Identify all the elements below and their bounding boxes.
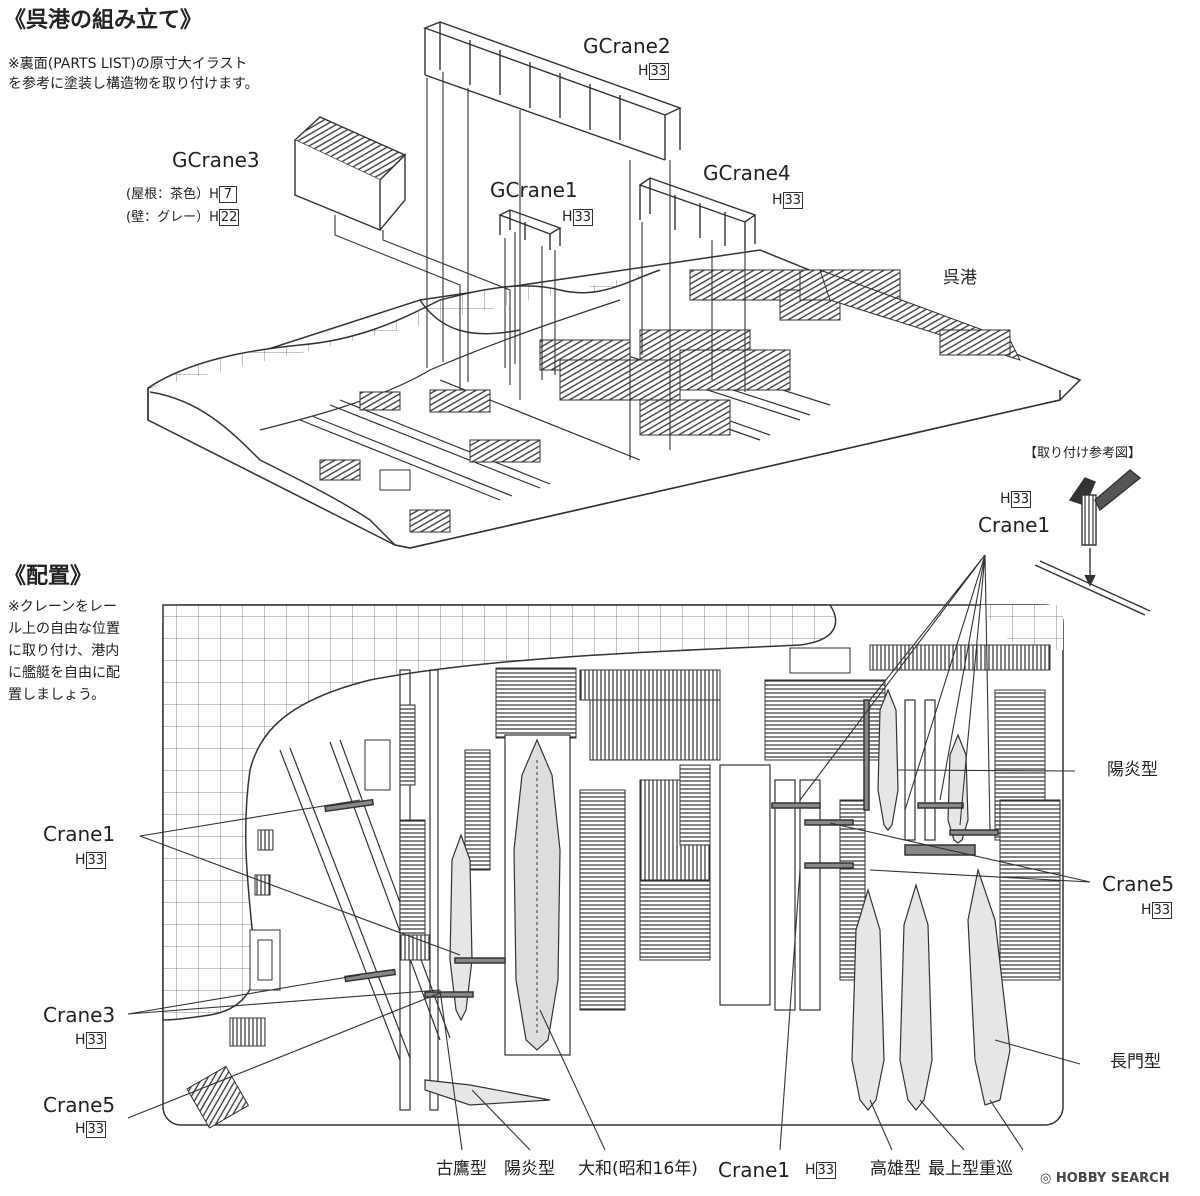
callout-crane1-bottom: Crane1 <box>718 1158 791 1182</box>
layout-note-line2: ル上の自由な位置 <box>8 621 120 637</box>
gcrane4-label: GCrane4 <box>703 161 791 185</box>
label-yamato: 大和(昭和16年) <box>578 1159 698 1179</box>
assembly-drop-lines <box>334 72 746 460</box>
reference-crane1-figure <box>1034 469 1151 616</box>
callout-crane5-left: Crane5 <box>43 1093 116 1117</box>
assembly-heading: 《呉港の組み立て》 <box>4 8 203 33</box>
label-kagero: 陽炎型 <box>504 1159 555 1179</box>
layout-note-line4: に艦艇を自由に配 <box>8 665 120 681</box>
assembly-note-line1: ※裏面(PARTS LIST)の原寸大イラスト <box>8 56 248 72</box>
callout-crane5-right: Crane5 <box>1102 872 1175 896</box>
gcrane2-frame <box>423 21 682 161</box>
layout-ships <box>424 688 1011 1111</box>
label-furutaka: 古鷹型 <box>436 1159 487 1179</box>
layout-map-rails <box>279 669 936 1111</box>
reference-crane1-label: Crane1 <box>978 513 1051 537</box>
callout-crane3-left: Crane3 <box>43 1003 116 1027</box>
layout-note-line3: に取り付け、港内 <box>8 643 120 659</box>
callout-nagato: 長門型 <box>1110 1052 1161 1072</box>
layout-note-line5: 置しましょう。 <box>8 687 106 703</box>
watermark: ◎ HOBBY SEARCH <box>1040 1171 1170 1186</box>
label-takao: 高雄型 <box>870 1159 921 1179</box>
callout-kagero-right: 陽炎型 <box>1107 760 1158 780</box>
layout-map-buildings <box>186 644 1061 1129</box>
gcrane1-frame <box>498 209 562 250</box>
gcrane4-frame <box>638 177 757 250</box>
label-mogami: 最上型重巡 <box>928 1159 1013 1179</box>
gcrane3-shed <box>293 116 407 232</box>
watermark-logo-icon: ◎ <box>1040 1171 1052 1186</box>
assembly-note-line2: を参考に塗装し構造物を取り付けます。 <box>8 76 259 92</box>
layout-heading: 《配置》 <box>4 564 93 589</box>
reference-title: 【取り付け参考図】 <box>1024 446 1142 461</box>
layout-cranes <box>324 699 999 998</box>
callout-crane1-left: Crane1 <box>43 822 116 846</box>
gcrane2-label: GCrane2 <box>583 34 671 58</box>
harbor-label: 呉港 <box>943 268 977 288</box>
gcrane1-label: GCrane1 <box>490 178 578 202</box>
layout-note-line1: ※クレーンをレー <box>8 599 118 615</box>
yamato-dock <box>504 734 571 1056</box>
layout-leader-lines <box>127 554 1091 1151</box>
gcrane3-label: GCrane3 <box>172 148 260 172</box>
